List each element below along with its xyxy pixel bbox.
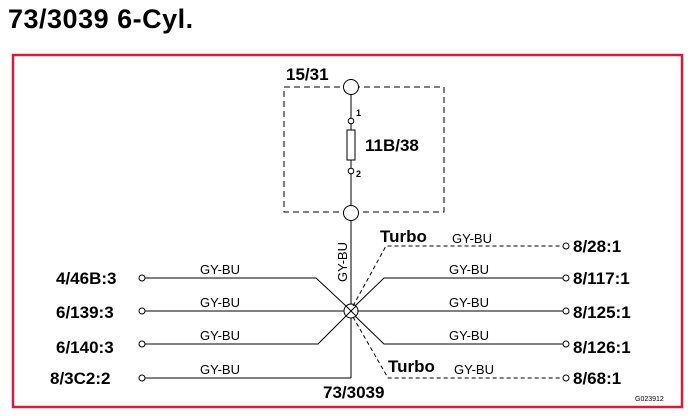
- wire-color-label: GY-BU: [200, 328, 240, 343]
- terminal-label: 4/46B:3: [56, 269, 116, 288]
- splice-cross-b: [345, 305, 357, 317]
- right-branch-4: 8/68:1 GY-BU Turbo: [352, 316, 621, 388]
- diagram-frame: [11, 53, 684, 409]
- wire-dashed: [352, 316, 563, 379]
- top-connector-label: 15/31: [286, 65, 329, 84]
- terminal-label: 6/140:3: [56, 338, 114, 357]
- right-branch-2: 8/125:1 GY-BU: [358, 295, 631, 322]
- turbo-label: Turbo: [388, 357, 435, 376]
- terminal-dot: [562, 340, 570, 348]
- left-branch-2: 6/140:3 GY-BU: [56, 315, 347, 357]
- right-branch-3: 8/126:1 GY-BU: [354, 315, 631, 357]
- wire: [145, 315, 347, 345]
- terminal-dot: [138, 340, 146, 348]
- terminal-label: 8/3C2:2: [50, 369, 110, 388]
- terminal-label: 8/117:1: [573, 269, 630, 288]
- fuse-label: 11B/38: [365, 136, 419, 155]
- bottom-connector-icon: [343, 205, 359, 221]
- fuse-pin2-label: 2: [356, 169, 361, 179]
- fuse-pin1-dot: [347, 117, 355, 125]
- page-title: 73/3039 6-Cyl.: [8, 4, 194, 34]
- wire-color-label: GY-BU: [452, 231, 492, 246]
- terminal-dot: [562, 374, 570, 382]
- terminal-dot: [138, 374, 146, 382]
- wire-color-label: GY-BU: [200, 295, 240, 310]
- wire: [145, 277, 347, 307]
- left-branch-0: 4/46B:3 GY-BU: [56, 262, 347, 307]
- wire-dashed: [352, 245, 563, 307]
- wire-color-label: GY-BU: [200, 262, 240, 277]
- wire-color-label: GY-BU: [449, 328, 489, 343]
- terminal-label: 8/68:1: [573, 369, 621, 388]
- terminal-dot: [138, 274, 146, 282]
- wire-color-label: GY-BU: [449, 295, 489, 310]
- terminal-dot: [562, 242, 570, 250]
- wire-color-label: GY-BU: [200, 362, 240, 377]
- right-branch-1: 8/117:1 GY-BU: [354, 262, 630, 307]
- fuse-box-outline: [283, 86, 445, 213]
- terminal-label: 8/125:1: [573, 303, 631, 322]
- wire: [354, 315, 563, 345]
- wire-color-label: GY-BU: [454, 362, 494, 377]
- wire: [354, 277, 563, 307]
- terminal-label: 8/28:1: [573, 237, 621, 256]
- turbo-label: Turbo: [380, 227, 427, 246]
- fuse-icon: [346, 129, 356, 161]
- terminal-label: 8/126:1: [573, 338, 631, 357]
- left-branch-3: 8/3C2:2 GY-BU: [50, 362, 351, 388]
- terminal-label: 6/139:3: [56, 303, 114, 322]
- left-branch-1: 6/139:3 GY-BU: [56, 295, 344, 322]
- figure-code: G023912: [635, 396, 664, 403]
- fuse-pin2-dot: [347, 167, 355, 175]
- terminal-dot: [138, 307, 146, 315]
- terminal-dot: [562, 307, 570, 315]
- terminal-dot: [562, 274, 570, 282]
- fuse-pin1-label: 1: [356, 108, 361, 118]
- splice-label: 73/3039: [323, 383, 384, 402]
- right-branch-0: 8/28:1 GY-BU Turbo: [352, 227, 621, 307]
- trunk-wire-label: GY-BU: [335, 242, 350, 282]
- wire-color-label: GY-BU: [449, 262, 489, 277]
- top-connector-icon: [343, 79, 359, 95]
